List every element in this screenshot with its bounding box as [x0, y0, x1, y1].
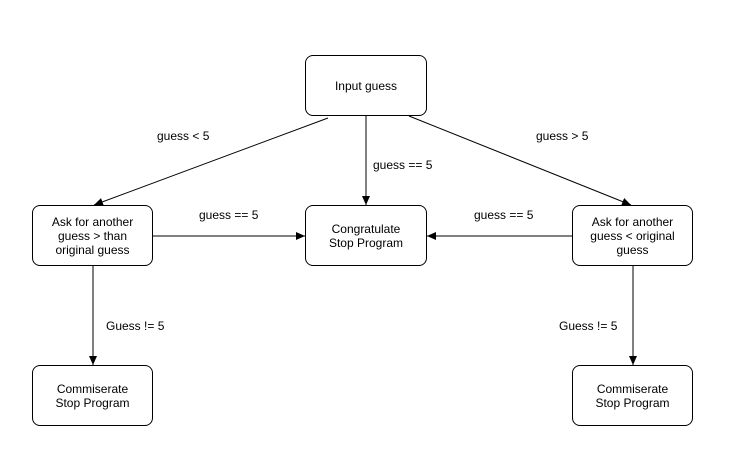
node-commiserate-left: Commiserate Stop Program	[32, 365, 153, 426]
node-ask-left: Ask for another guess > than original gu…	[32, 205, 153, 266]
edge-label-ask-right-to-commiserate: Guess != 5	[559, 319, 618, 333]
node-ask-right: Ask for another guess < original guess	[572, 205, 693, 266]
node-congratulate: Congratulate Stop Program	[305, 205, 427, 266]
edge-label-ask-right-to-congratulate: guess == 5	[474, 208, 534, 222]
node-input-guess: Input guess	[305, 55, 427, 116]
arrow-input-to-ask-right	[408, 115, 632, 206]
edge-label-input-to-congratulate: guess == 5	[373, 158, 433, 172]
node-commiserate-right: Commiserate Stop Program	[572, 365, 693, 426]
edge-label-ask-left-to-commiserate: Guess != 5	[106, 319, 165, 333]
edge-label-input-to-ask-right: guess > 5	[536, 129, 589, 143]
edge-label-input-to-ask-left: guess < 5	[157, 129, 210, 143]
arrow-input-to-ask-left	[93, 117, 329, 206]
edge-label-ask-left-to-congratulate: guess == 5	[199, 208, 259, 222]
